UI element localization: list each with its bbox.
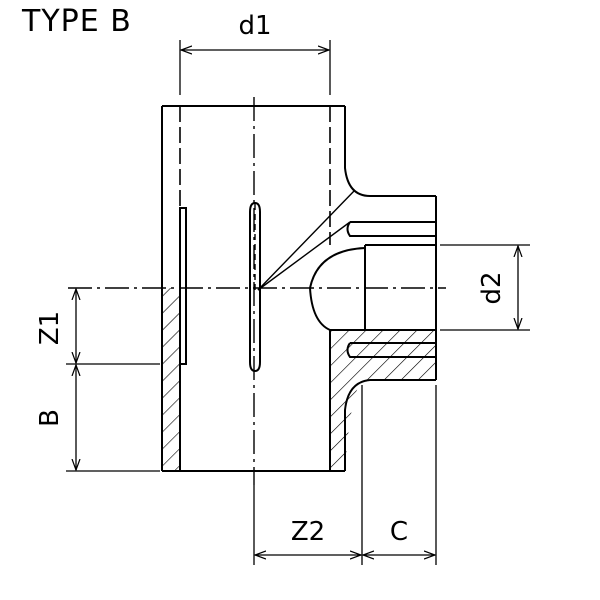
d1-label: d1 xyxy=(238,11,271,41)
thread-groove-lower xyxy=(346,342,436,358)
branch-wall-hatch xyxy=(330,330,436,471)
slot-features xyxy=(179,201,261,373)
left-slot xyxy=(179,207,187,365)
left-wall-hatch xyxy=(162,288,180,471)
dimension-labels: d1 d2 Z1 B Z2 C xyxy=(35,11,507,547)
drawing-title: TYPE B xyxy=(22,4,132,39)
extension-lines xyxy=(66,40,530,565)
z1-label: Z1 xyxy=(35,311,65,345)
leader-lines xyxy=(257,189,356,291)
d2-label: d2 xyxy=(477,271,507,304)
center-slot xyxy=(249,201,261,373)
dimension-lines xyxy=(76,50,518,555)
thread-groove-upper xyxy=(346,221,436,237)
right-outer-wall-top xyxy=(344,106,371,197)
z2-label: Z2 xyxy=(291,517,325,547)
center-lines xyxy=(68,97,446,485)
right-outer-wall-bottom xyxy=(344,379,371,471)
b-label: B xyxy=(35,409,65,427)
hatched-sections xyxy=(162,288,436,471)
c-label: C xyxy=(390,517,408,547)
branch-socket-arc xyxy=(308,247,366,331)
